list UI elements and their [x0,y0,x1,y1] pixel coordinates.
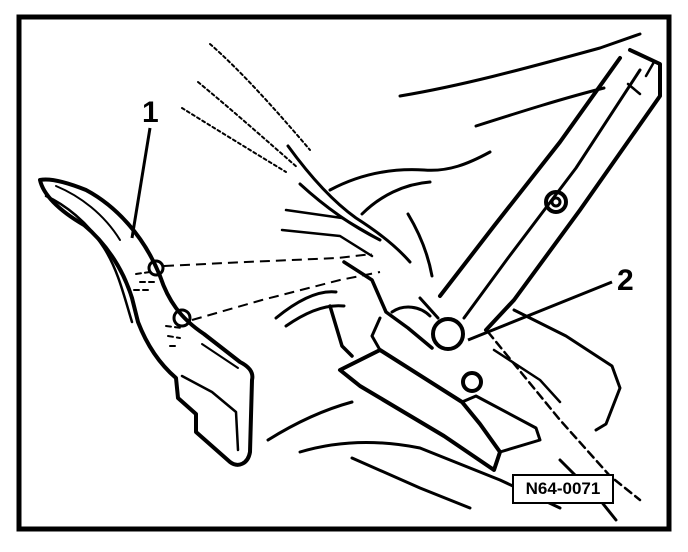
trim-cover-part [38,177,255,467]
leader-line-2 [467,280,613,342]
leader-line-1 [130,127,152,239]
drawing-reference-code: N64-0071 [512,474,614,504]
callout-label-1: 1 [142,96,159,129]
callout-label-2: 2 [617,264,634,297]
drawing-frame [16,14,672,532]
alignment-lines [163,253,381,321]
vehicle-structure [181,32,662,522]
